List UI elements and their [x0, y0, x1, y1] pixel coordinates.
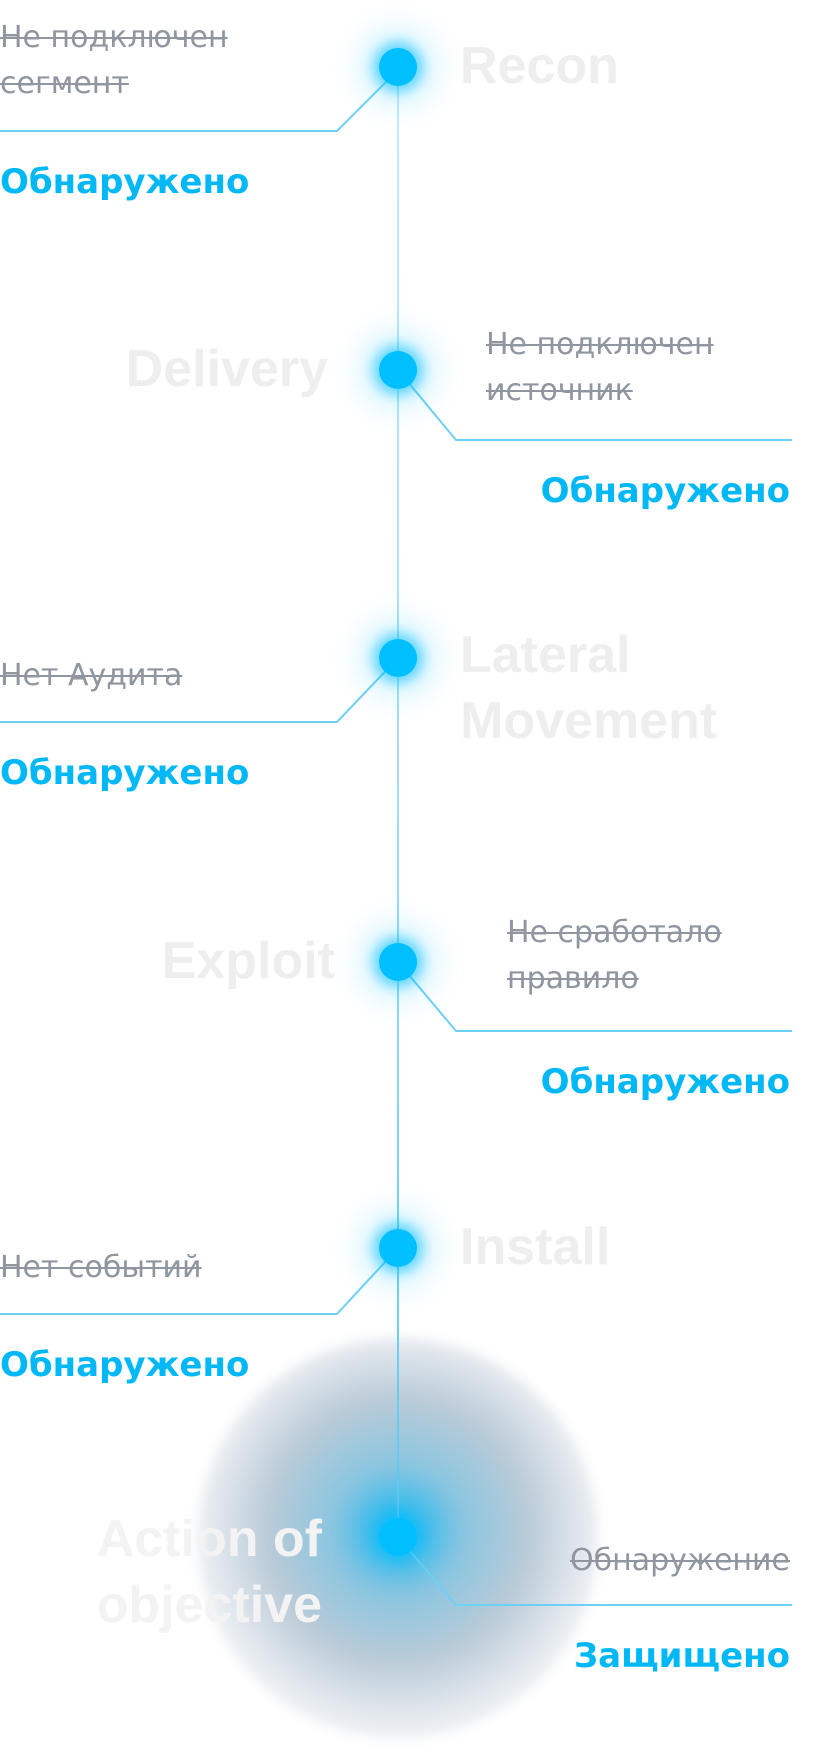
- status-recon: Обнаружено: [0, 162, 250, 202]
- stage-title-delivery: Delivery: [125, 340, 328, 398]
- status-exploit: Обнаружено: [540, 1062, 790, 1102]
- node-delivery: [379, 351, 417, 389]
- issue-lateral-movement: Нет Аудита: [0, 658, 183, 693]
- node-action-of-objective: [379, 1518, 417, 1556]
- connector-delivery: [397, 369, 792, 441]
- status-lateral-movement: Обнаружено: [0, 753, 250, 793]
- status-delivery: Обнаружено: [540, 471, 790, 511]
- status-action-of-objective: Защищено: [573, 1636, 790, 1676]
- node-lateral-movement: [379, 639, 417, 677]
- connector-lateral: [0, 657, 399, 723]
- stage-title-recon: Recon: [460, 37, 619, 95]
- stage-title-lateral-movement: Lateral Movement: [460, 626, 718, 750]
- stage-title-exploit: Exploit: [161, 932, 335, 990]
- connector-install: [0, 1247, 399, 1315]
- connector-exploit: [397, 961, 792, 1032]
- issue-action-of-objective: Обнаружение: [570, 1543, 790, 1578]
- stage-title-install: Install: [460, 1218, 611, 1276]
- node-recon: [379, 48, 417, 86]
- stage-title-action-of-objective: Action of objective: [96, 1510, 322, 1634]
- issue-install: Нет событий: [0, 1250, 202, 1285]
- timeline-spine: [397, 66, 399, 1536]
- issue-delivery: Не подключен источник: [486, 327, 714, 408]
- issue-recon: Не подключен сегмент: [0, 20, 228, 101]
- status-install: Обнаружено: [0, 1345, 250, 1385]
- connector-recon: [0, 69, 399, 132]
- issue-exploit: Не сработало правило: [507, 915, 722, 996]
- node-install: [379, 1229, 417, 1267]
- connector-action: [397, 1536, 792, 1606]
- node-exploit: [379, 943, 417, 981]
